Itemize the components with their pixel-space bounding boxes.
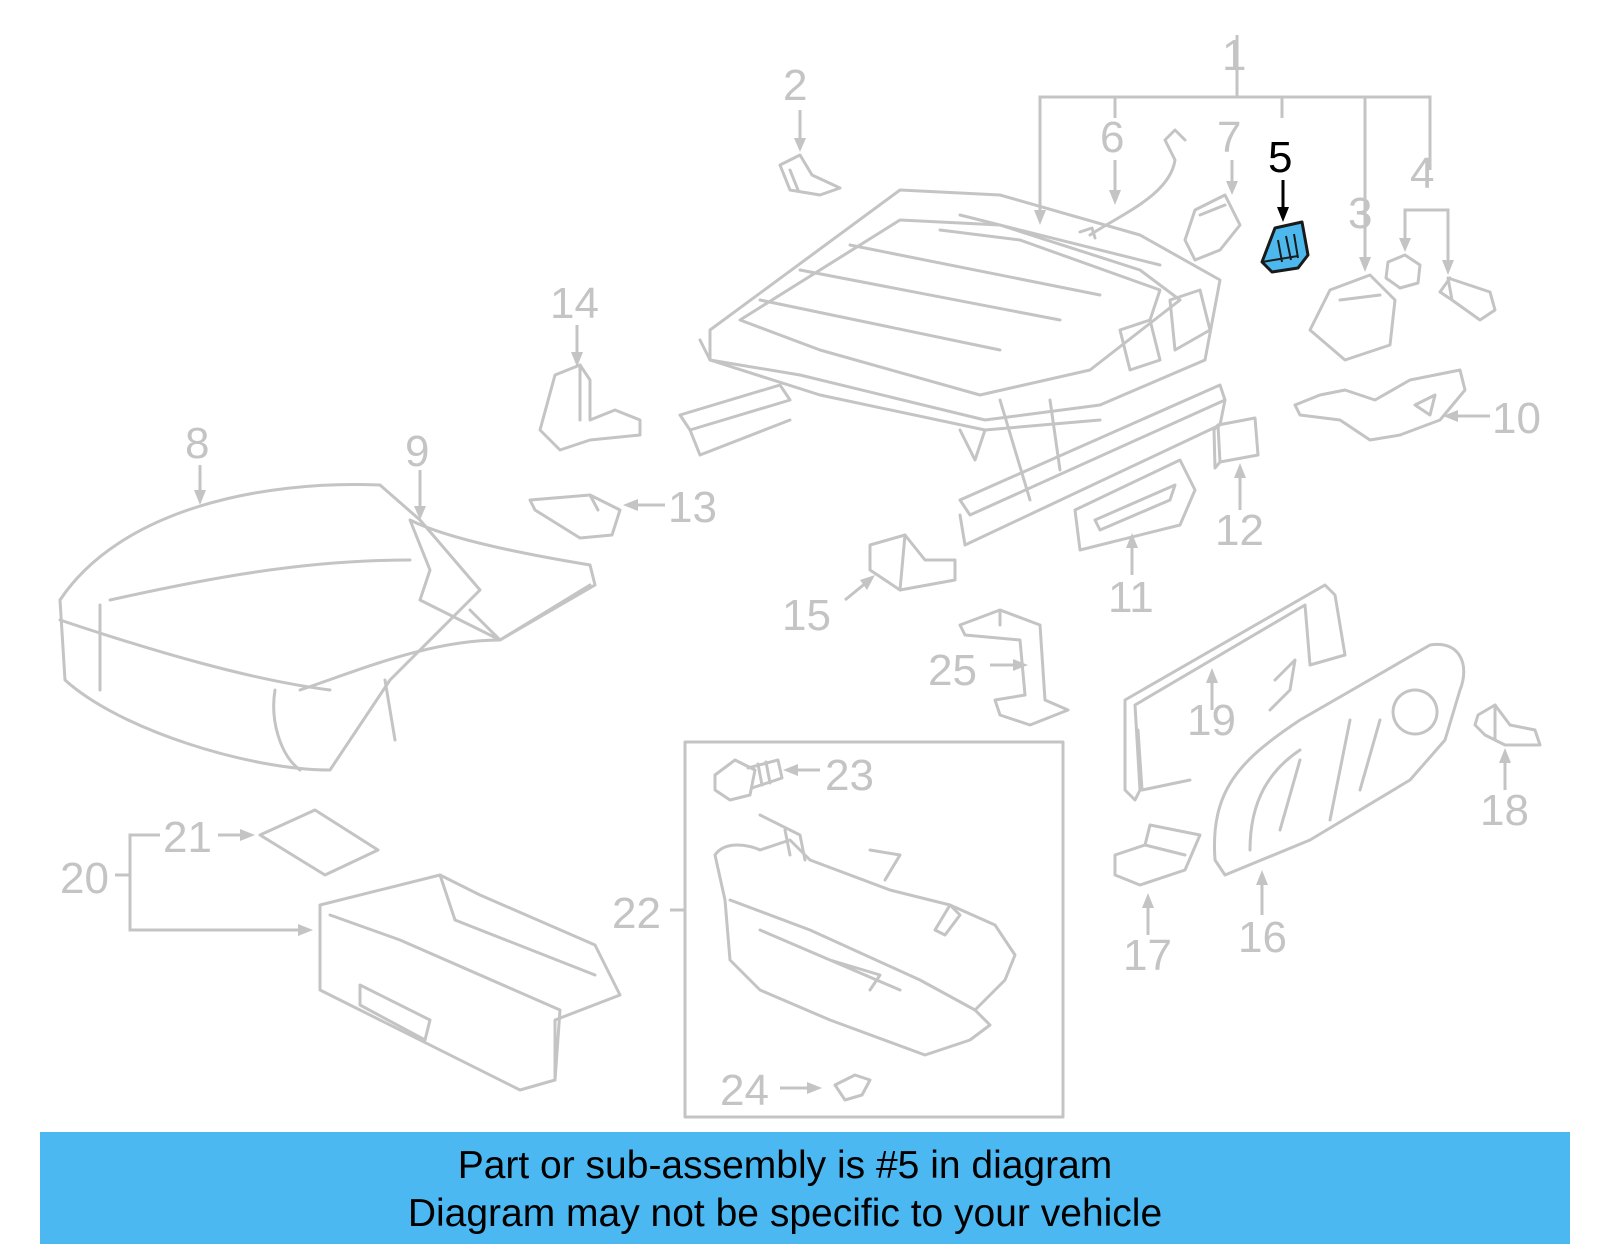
callout-12: 12 [1215,506,1264,555]
bracket-part-3[interactable] [1308,273,1397,362]
clip-part-18[interactable] [1473,703,1542,747]
clip-part-24[interactable] [833,1073,872,1102]
bracket-part-25[interactable] [958,608,1070,727]
bracket-part-14[interactable] [538,363,642,452]
screw-part-23[interactable] [713,758,784,802]
clip-part-13[interactable] [528,493,622,540]
bracket-part-15[interactable] [868,533,957,592]
bolt-part-2[interactable] [778,153,842,197]
banner-line-1: Part or sub-assembly is #5 in diagram [457,1144,1113,1187]
storage-tray-part-20[interactable] [318,873,622,1092]
side-trim-part-16[interactable] [1212,642,1466,877]
callout-25: 25 [928,646,977,695]
bracket-part-10[interactable] [1293,368,1467,442]
callout-16: 16 [1238,913,1287,962]
nut-bolt-part-4[interactable] [1384,253,1497,322]
pad-part-21[interactable] [258,808,380,877]
callout-labels: 1 2 3 4 5 6 7 8 9 10 11 12 13 14 15 16 1… [60,31,1541,1115]
side-panel-part-11[interactable] [1073,458,1197,552]
sub-assembly-22-box [683,740,1065,1119]
cap-part-17[interactable] [1113,823,1202,887]
info-banner: Part or sub-assembly is #5 in diagram Di… [40,1132,1570,1244]
callout-6: 6 [1100,113,1124,162]
highlighted-part-5[interactable] [1260,220,1310,274]
callout-4: 4 [1410,149,1434,198]
callout-5: 5 [1268,133,1292,182]
frame-wire-part-19[interactable] [1123,583,1347,802]
callout-11: 11 [1108,573,1154,622]
callout-10: 10 [1492,394,1541,443]
cover-part-7[interactable] [1183,193,1242,262]
banner-line-2: Diagram may not be specific to your vehi… [407,1192,1163,1235]
cushion-cover-part-9[interactable] [298,518,597,742]
callout-1: 1 [1222,31,1246,80]
callout-14: 14 [550,279,599,328]
callout-2: 2 [783,61,807,110]
callout-3: 3 [1348,189,1372,238]
callout-20: 20 [60,854,109,903]
callout-7: 7 [1217,113,1241,162]
callout-24: 24 [720,1066,769,1115]
callout-9: 9 [405,427,429,476]
callout-23: 23 [825,751,874,800]
seat-frame-part-1[interactable] [678,188,1227,547]
callout-19: 19 [1187,696,1236,745]
pad-part-12[interactable] [1212,416,1260,470]
callout-13: 13 [668,483,717,532]
callout-22: 22 [612,889,661,938]
motor-unit-part-22[interactable] [713,813,1017,1057]
callout-18: 18 [1480,786,1529,835]
seat-cushion-part-8[interactable] [58,483,482,772]
cable-part-6[interactable] [1078,128,1187,240]
callout-17: 17 [1123,931,1172,980]
callout-1-bracket [1034,35,1432,272]
callout-21: 21 [163,813,212,862]
callout-8: 8 [185,419,209,468]
callout-15: 15 [782,591,831,640]
